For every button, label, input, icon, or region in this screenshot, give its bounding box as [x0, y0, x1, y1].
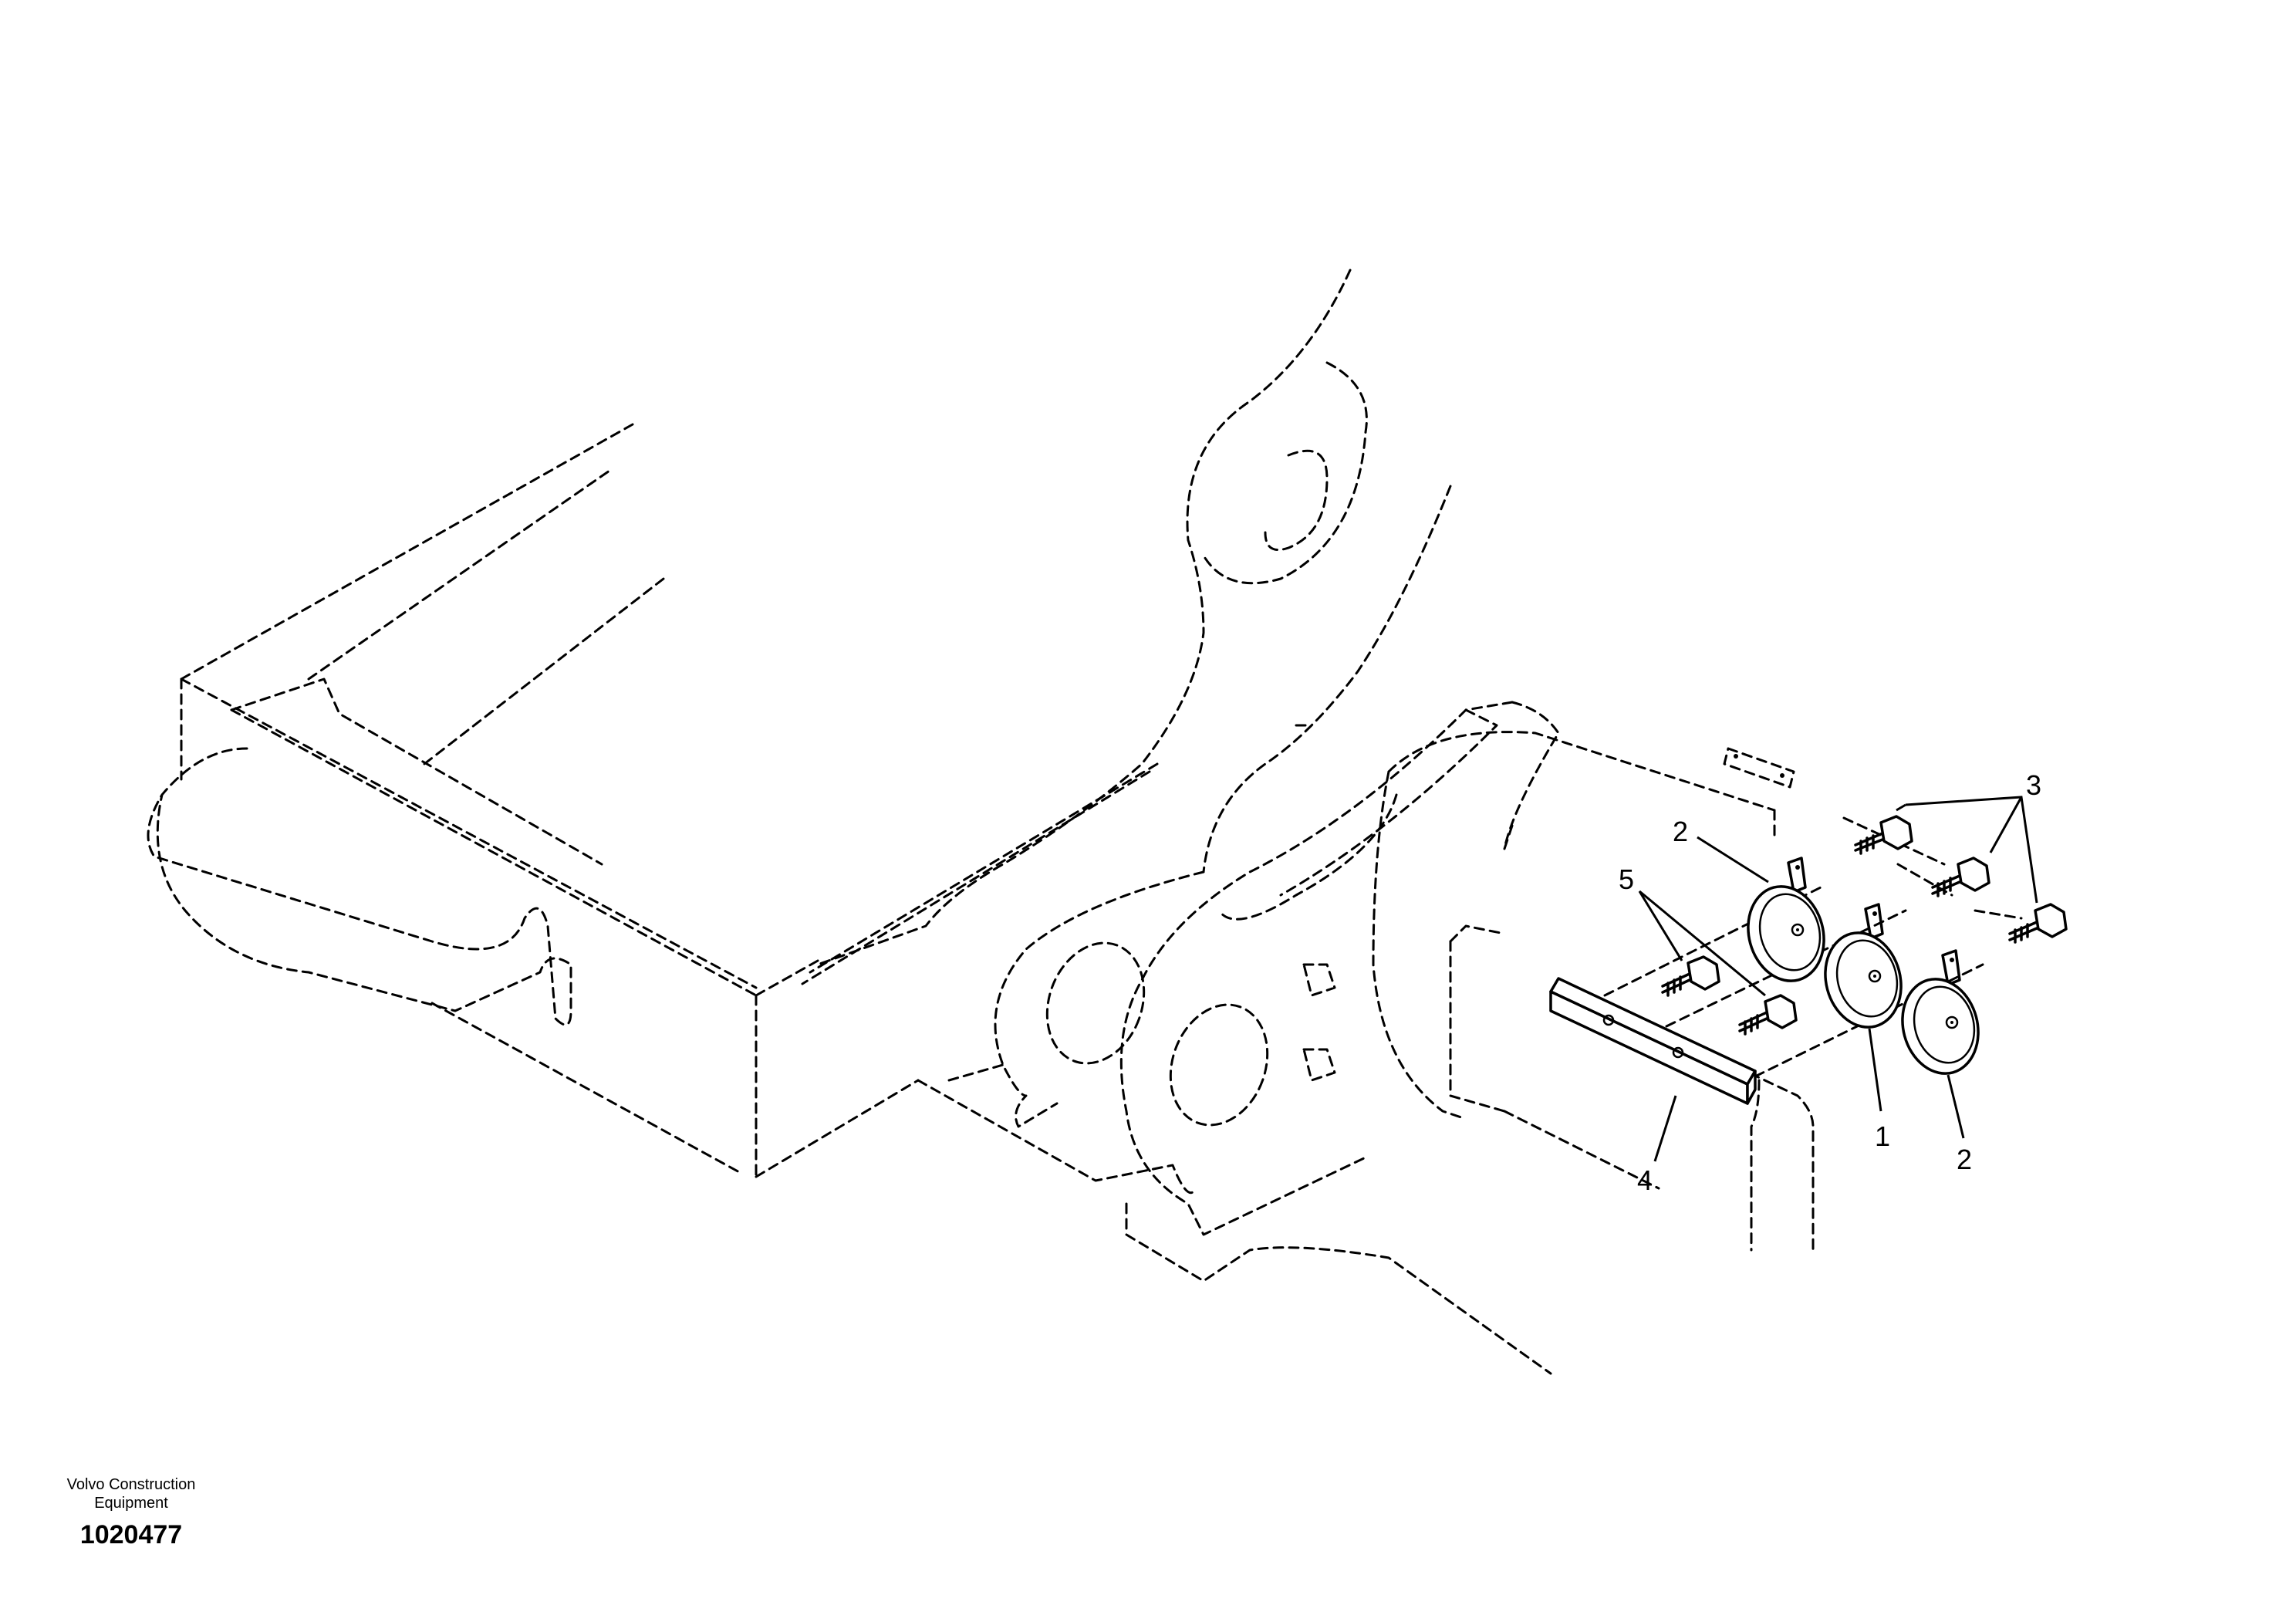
horn-main [1824, 903, 1903, 1029]
leader-lines [1638, 796, 2038, 1162]
drawing-footer: Volvo Construction Equipment 1020477 [31, 1475, 231, 1550]
horn-bolt [1854, 815, 1913, 855]
callout-3-bolt: 3 [2026, 769, 2041, 801]
callout-5-bolt: 5 [1619, 863, 1634, 895]
bracket-bolt [1661, 955, 1720, 997]
callout-2-horn-lower: 2 [1957, 1144, 1972, 1175]
company-name-line1: Volvo Construction [66, 1476, 196, 1493]
callout-2-horn: 2 [1673, 816, 1688, 847]
callout-4-bracket: 4 [1637, 1164, 1653, 1196]
horn-high-tone [1747, 857, 1825, 982]
machine-frame-outline [147, 269, 1815, 1375]
mounting-bracket [1549, 977, 1757, 1105]
company-name-line2: Equipment [94, 1495, 168, 1512]
horn-bolt [2008, 903, 2068, 944]
horn-bolt [1931, 857, 1990, 897]
horn-low-tone [1901, 949, 1980, 1075]
drawing-number: 1020477 [79, 1520, 183, 1549]
callout-1-horn: 1 [1875, 1120, 1890, 1152]
bracket-bolt [1738, 994, 1798, 1036]
